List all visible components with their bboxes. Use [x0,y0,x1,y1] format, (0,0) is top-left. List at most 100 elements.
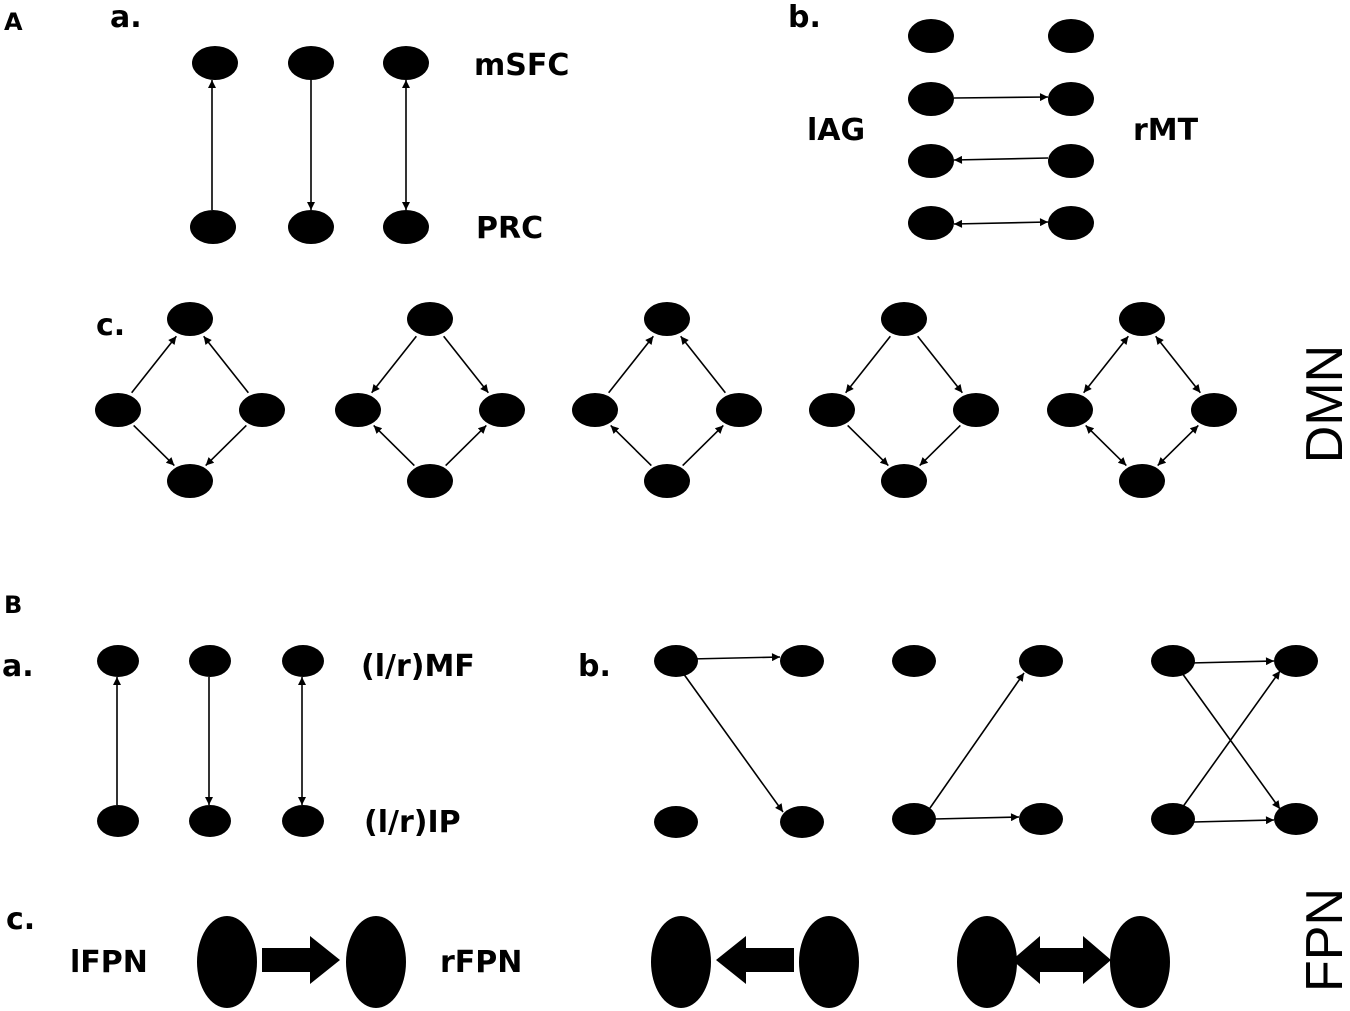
node [407,464,453,498]
edge-rMT-to-lAG [953,155,1049,164]
node [1151,803,1195,835]
node-row-PRC [190,210,429,244]
node-rMT [1048,82,1094,116]
node [167,464,213,498]
subpanel-label-B-a: a. [2,649,34,684]
edge [1181,672,1281,810]
edge-lAG-to-rMT [953,93,1049,102]
fpn-motif-left-arrow [651,916,859,1008]
node-rMT [1048,144,1094,178]
node-rMT [1048,206,1094,240]
node-label-PRC: PRC [476,211,543,246]
node-rFPN [1110,916,1170,1008]
node-IP [282,805,324,837]
node [780,806,824,838]
thick-arrow-bidirectional [1012,936,1111,984]
subpanel-label-A-a: a. [110,0,142,35]
node-label-IP: (l/r)IP [364,805,461,840]
edge [1181,670,1281,809]
edge [608,335,654,394]
node-PRC [190,210,236,244]
node-rFPN [799,916,859,1008]
node-column-lAG [908,19,954,240]
edge [1189,657,1275,666]
edge [133,424,175,467]
node-PRC [383,210,429,244]
node [1019,645,1063,677]
node-row-IP [97,805,324,837]
edge [1155,335,1201,394]
panel-B-a: a. (l/r)MF (l/r)IP [2,645,475,840]
node-label-rFPN: rFPN [440,945,522,980]
node [716,393,762,427]
panel-A-b: b. lAG rMT [788,0,1199,240]
node [881,302,927,336]
node-MF [282,645,324,677]
edge [682,424,724,467]
node [407,302,453,336]
cross-motif-2 [892,645,1063,835]
network-label-FPN: FPN [1296,888,1350,992]
edge [131,335,177,394]
thick-arrow-left [716,936,794,984]
edge [847,424,889,467]
node [644,302,690,336]
node-label-rMT: rMT [1133,113,1199,148]
node-label-lAG: lAG [807,113,865,148]
diamond-motif-5 [1047,302,1237,498]
thick-arrow-right [262,936,340,984]
edge [203,335,249,394]
node-lFPN [197,916,257,1008]
edge [1083,335,1129,394]
subpanel-label-B-c: c. [6,902,35,937]
panel-A-a: a. mSFC PRC [110,0,569,246]
node [1119,464,1165,498]
diamond-motif-3 [572,302,762,498]
node [881,464,927,498]
diamond-motif-1 [95,302,285,498]
node-rMT [1048,19,1094,53]
edge [682,672,784,813]
node [1047,393,1093,427]
node [239,393,285,427]
node [1019,803,1063,835]
node-label-MF: (l/r)MF [361,649,475,684]
node [479,393,525,427]
node [654,645,698,677]
node [654,806,698,838]
node [780,645,824,677]
edge [373,424,415,467]
node-column-rMT [1048,19,1094,240]
node [892,645,936,677]
cross-motif-3 [1151,645,1318,835]
node-lFPN [957,916,1017,1008]
node [644,464,690,498]
node-IP [97,805,139,837]
panel-B-c: c. lFPN rFPN [6,902,1170,1008]
node [809,393,855,427]
node-MF [97,645,139,677]
edge [371,335,417,394]
node [1151,645,1195,677]
node-row-MF [97,645,324,677]
edge [919,424,961,467]
node-MF [189,645,231,677]
node [572,393,618,427]
fpn-motif-right-arrow [197,916,406,1008]
cross-motif-1 [654,645,824,838]
diamond-motifs [95,302,1237,498]
edge [917,335,963,394]
node [892,803,936,835]
node-PRC [288,210,334,244]
node-lAG [908,19,954,53]
panel-A-c: c. [95,302,1237,498]
node-lAG [908,206,954,240]
subpanel-label-A-b: b. [788,0,821,35]
node-row-mSFC [192,46,429,80]
node-lAG [908,82,954,116]
network-label-DMN: DMN [1296,345,1350,463]
node-mSFC [383,46,429,80]
node [1274,645,1318,677]
edge [610,424,652,467]
